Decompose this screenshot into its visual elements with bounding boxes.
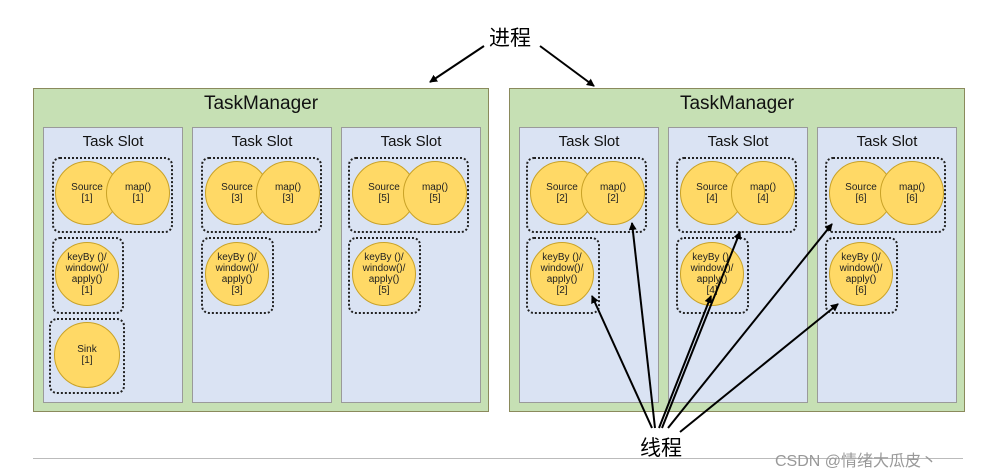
map-operator: map()[3] (256, 161, 320, 225)
source-map-chain (526, 157, 647, 233)
map-operator: map()[1] (106, 161, 170, 225)
keyby-window-apply-operator: keyBy ()/window()/apply()[6] (829, 242, 893, 306)
task-slot-title: Task Slot (380, 133, 442, 150)
keyby-window-group (526, 237, 600, 314)
source-map-chain (825, 157, 946, 233)
keyby-window-group (348, 237, 421, 314)
keyby-window-apply-operator: keyBy ()/window()/apply()[1] (55, 242, 119, 306)
source-map-chain (201, 157, 322, 233)
map-operator: map()[5] (403, 161, 467, 225)
keyby-window-group (201, 237, 274, 314)
task-slot-title: Task Slot (231, 133, 293, 150)
source-map-chain (348, 157, 469, 233)
task-slot-title: Task Slot (558, 133, 620, 150)
map-operator: map()[4] (731, 161, 795, 225)
thread-arrow (667, 223, 833, 429)
task-manager-title: TaskManager (679, 93, 795, 114)
map-operator: map()[2] (581, 161, 645, 225)
keyby-window-group (676, 237, 749, 314)
map-operator: map()[6] (880, 161, 944, 225)
process-arrow-right (539, 45, 595, 87)
task-slot-title: Task Slot (856, 133, 918, 150)
task-slot-title: Task Slot (82, 133, 144, 150)
watermark: CSDN @情绪大瓜皮丶 (775, 453, 938, 470)
thread-label: 线程 (640, 437, 682, 460)
thread-arrow (658, 295, 713, 429)
thread-arrow (661, 231, 742, 429)
thread-arrow (628, 222, 656, 429)
keyby-window-group (825, 237, 898, 314)
sink-group (49, 318, 125, 394)
thread-arrow (679, 303, 839, 433)
process-arrow-left (429, 45, 485, 83)
keyby-window-group (52, 237, 124, 314)
task-manager-title: TaskManager (203, 93, 319, 114)
thread-arrow (591, 295, 653, 429)
bottom-divider (33, 458, 963, 459)
keyby-window-apply-operator: keyBy ()/window()/apply()[5] (352, 242, 416, 306)
keyby-window-apply-operator: keyBy ()/window()/apply()[2] (530, 242, 594, 306)
sink-operator: Sink[1] (54, 322, 120, 388)
keyby-window-apply-operator: keyBy ()/window()/apply()[3] (205, 242, 269, 306)
source-map-chain (52, 157, 173, 233)
task-slot-title: Task Slot (707, 133, 769, 150)
process-label: 进程 (489, 27, 531, 50)
